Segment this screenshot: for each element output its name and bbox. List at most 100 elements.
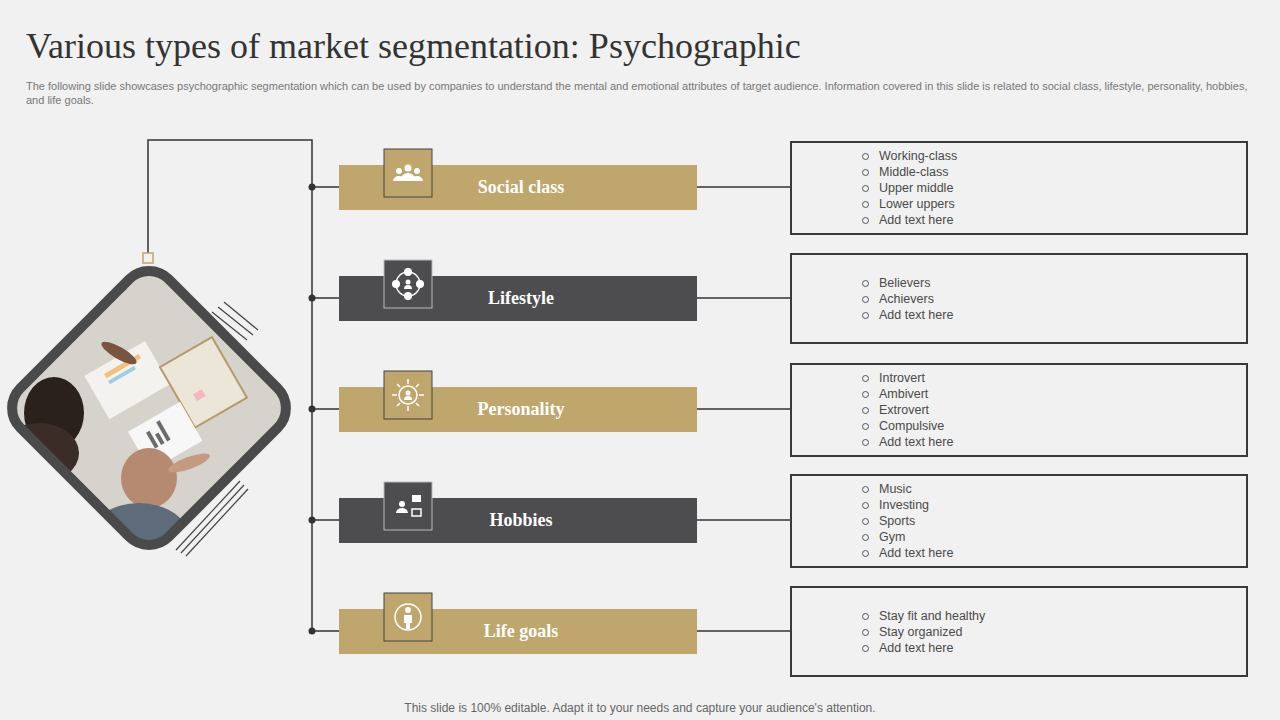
attribute-list-box: MusicInvestingSportsGymAdd text here	[790, 474, 1248, 568]
connector-line	[697, 297, 790, 299]
list-item: Add text here	[860, 307, 1238, 323]
attribute-list-box: Working-classMiddle-classUpper middleLow…	[790, 141, 1248, 235]
slide-description: The following slide showcases psychograp…	[26, 79, 1256, 107]
lifestyle-glyph	[392, 268, 424, 300]
glyph-part	[412, 509, 421, 516]
arm	[99, 338, 140, 368]
list-item: Add text here	[860, 434, 1238, 450]
icon-square	[384, 593, 432, 641]
category-band: Personality	[339, 387, 697, 432]
glyph-part	[406, 391, 411, 396]
diamond-frame	[1, 260, 298, 557]
category-band: Social class	[339, 165, 697, 210]
list-item: Working-class	[860, 148, 1238, 164]
glyph-part	[406, 280, 411, 285]
list-item: Compulsive	[860, 418, 1238, 434]
glyph-part	[414, 168, 420, 174]
people-glyph	[393, 165, 423, 182]
icon-square	[384, 149, 432, 197]
junction-dot	[309, 184, 316, 191]
connector-line	[697, 186, 790, 188]
glyph-part	[399, 386, 417, 404]
glyph-part	[392, 280, 400, 288]
list-item: Ambivert	[860, 386, 1238, 402]
glyph-part	[404, 396, 412, 400]
glyph-part	[404, 615, 412, 629]
glyph-part	[407, 406, 409, 411]
lifestyle-icon	[384, 260, 432, 308]
glyph-part	[395, 604, 421, 630]
glyph-part	[412, 495, 421, 502]
glyph-part	[397, 403, 400, 406]
category-band: Life goals	[339, 609, 697, 654]
junction-dot	[309, 295, 316, 302]
branch-lines	[312, 187, 339, 631]
category-label: Hobbies	[483, 510, 552, 531]
junction-dot	[309, 517, 316, 524]
glyph-part	[393, 173, 423, 181]
list-item: Stay organized	[860, 624, 1238, 640]
attribute-list-box: Stay fit and healthyStay organizedAdd te…	[790, 586, 1248, 677]
list-item: Music	[860, 481, 1238, 497]
list-item: Extrovert	[860, 402, 1238, 418]
glyph-part	[396, 168, 402, 174]
category-label: Personality	[472, 399, 565, 420]
glyph-part	[404, 268, 412, 276]
glyph-part	[396, 272, 420, 296]
life-goals-icon	[384, 593, 432, 641]
slide-title: Various types of market segmentation: Ps…	[26, 24, 801, 68]
list-item: Add text here	[860, 640, 1238, 656]
attribute-list-box: BelieversAchieversAdd text here	[790, 253, 1248, 344]
slide-footer: This slide is 100% editable. Adapt it to…	[0, 701, 1280, 716]
hatch-line	[224, 302, 258, 330]
glyph-part	[416, 384, 419, 387]
icon-square	[384, 371, 432, 419]
photo-scene	[1, 260, 298, 557]
connector-line	[697, 408, 790, 410]
attribute-list-box: IntrovertAmbivertExtrovertCompulsiveAdd …	[790, 363, 1248, 457]
hobbies-glyph	[396, 495, 421, 516]
category-label: Social class	[472, 177, 565, 198]
junction-dot	[309, 628, 316, 635]
glyph-part	[405, 607, 411, 613]
glyph-part	[392, 394, 397, 396]
glyph-part	[396, 508, 408, 513]
bar-chart	[156, 420, 170, 441]
category-band: Hobbies	[339, 498, 697, 543]
glyph-part	[404, 285, 412, 289]
connector-line	[697, 630, 790, 632]
list-item: Lower uppers	[860, 196, 1238, 212]
sticky-note	[193, 389, 206, 401]
glyph-part	[397, 384, 400, 387]
glyph-part	[419, 394, 424, 396]
list-item: Upper middle	[860, 180, 1238, 196]
list-item: Believers	[860, 275, 1238, 291]
trunk-line	[148, 140, 312, 631]
person-head	[121, 448, 177, 508]
list-item: Investing	[860, 497, 1238, 513]
list-item: Stay fit and healthy	[860, 608, 1238, 624]
personality-icon	[384, 371, 432, 419]
hobbies-icon	[384, 482, 432, 530]
social-class-icon	[384, 149, 432, 197]
arm	[166, 450, 211, 476]
list-item: Gym	[860, 529, 1238, 545]
bar-chart	[146, 431, 158, 449]
category-label: Life goals	[478, 621, 559, 642]
glyph-part	[404, 292, 412, 300]
category-band: Lifestyle	[339, 276, 697, 321]
junction-dot	[309, 406, 316, 413]
glyph-part	[405, 165, 412, 172]
icon-square	[384, 260, 432, 308]
glyph-part	[407, 379, 409, 384]
connector-line	[697, 519, 790, 521]
category-label: Lifestyle	[482, 288, 554, 309]
glyph-part	[416, 280, 424, 288]
list-item: Add text here	[860, 212, 1238, 228]
icon-square	[384, 482, 432, 530]
glyph-part	[416, 403, 419, 406]
junction-dots	[309, 184, 316, 635]
paper-marks	[108, 366, 136, 384]
connector-square	[143, 253, 153, 263]
